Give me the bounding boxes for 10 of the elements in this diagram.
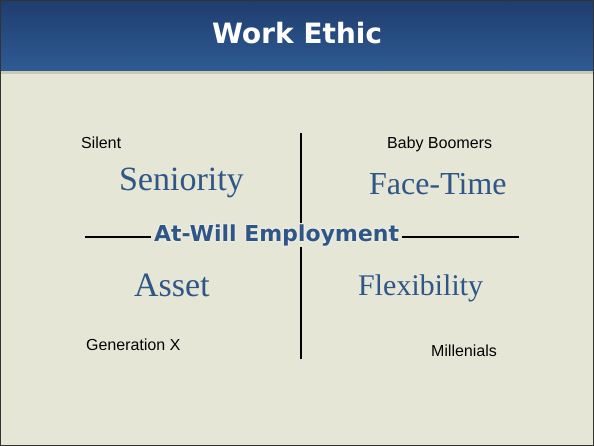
quadrant-value: Seniority <box>119 163 244 197</box>
quadrant-label: Millenials <box>431 344 497 360</box>
quadrant-label: Silent <box>81 136 122 152</box>
quadrant-label: Baby Boomers <box>387 136 492 152</box>
quadrant-value: Flexibility <box>358 271 484 301</box>
center-label: At-Will Employment <box>151 223 402 247</box>
slide-title: Work Ethic <box>211 17 383 50</box>
quadrant-value: Face-Time <box>369 167 506 199</box>
quadrant-value: Asset <box>134 269 210 303</box>
quadrant-label: Generation X <box>86 338 180 354</box>
